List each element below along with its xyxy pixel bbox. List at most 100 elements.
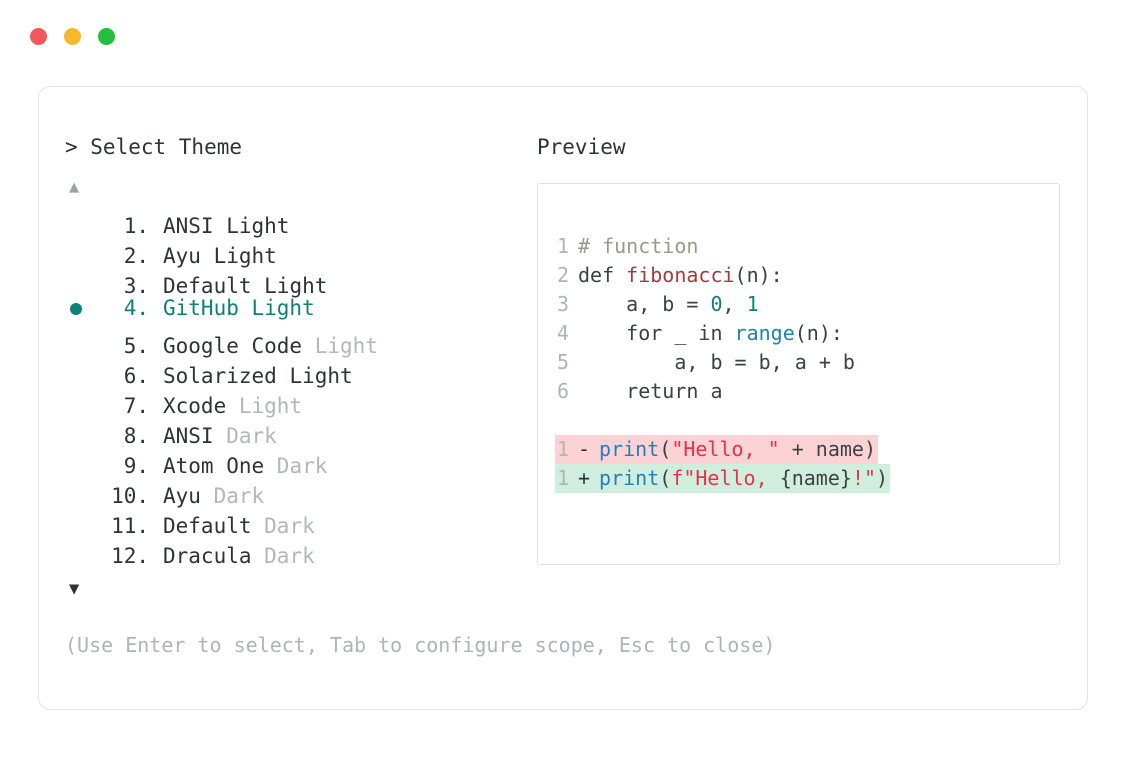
theme-item-name: Ayu — [163, 244, 201, 268]
selection-bullet-cell — [65, 503, 97, 533]
diff-line-del: 1-print("Hello, " + name) — [555, 435, 879, 464]
diff-sign: + — [578, 466, 591, 490]
theme-item-variant: Light — [251, 274, 328, 298]
code-line: 4 for _ in range(n): — [555, 319, 843, 348]
scroll-down-icon[interactable]: ▼ — [69, 579, 80, 599]
theme-list-item[interactable]: 7.Xcode Light — [65, 383, 535, 418]
theme-item-index: 9. — [123, 454, 149, 478]
theme-item-name: Solarized — [163, 364, 277, 388]
code-token: 0 — [710, 292, 723, 316]
theme-item-index: 6. — [123, 364, 149, 388]
theme-item-name: Atom One — [163, 454, 265, 478]
code-token: (n): — [794, 321, 843, 345]
selection-bullet-cell — [65, 233, 97, 263]
diff-line-add: 1+print(f"Hello, {name}!") — [555, 464, 891, 493]
theme-list-item[interactable]: 12. Dracula Dark — [65, 533, 535, 568]
theme-list-item[interactable]: 8.ANSI Dark — [65, 413, 535, 448]
theme-list-item[interactable]: 4. GitHub Light — [65, 293, 535, 323]
theme-item-name: Google Code — [163, 334, 303, 358]
code-line-text: return a — [578, 377, 722, 406]
diff-line-text: print("Hello, " + name) — [599, 435, 876, 464]
code-token: {name} — [779, 466, 852, 490]
code-line-number: 4 — [556, 321, 569, 345]
theme-item-variant: Light — [213, 214, 290, 238]
theme-item-name: GitHub — [163, 296, 239, 320]
selection-bullet-cell — [65, 383, 97, 413]
selection-bullet-cell — [65, 443, 97, 473]
code-line-number: 1 — [556, 234, 569, 258]
code-line: 6 return a — [555, 377, 723, 406]
code-token: (n): — [734, 263, 783, 287]
code-token: "Hello, " — [671, 437, 780, 461]
code-line: 3 a, b = 0, 1 — [555, 290, 759, 319]
code-token: , — [722, 292, 747, 316]
code-token: print — [599, 437, 660, 461]
theme-list-item[interactable]: 3. Default Light — [65, 263, 535, 298]
theme-item-variant: Light — [238, 296, 315, 320]
theme-list-item[interactable]: 9. Atom One Dark — [65, 443, 535, 478]
keyboard-hint: (Use Enter to select, Tab to configure s… — [65, 633, 776, 657]
close-dot[interactable] — [30, 28, 47, 45]
theme-item-index: 4. — [123, 296, 149, 320]
theme-item-index: 8. — [123, 424, 149, 448]
selection-bullet-cell — [65, 353, 97, 383]
theme-item-index: 3. — [123, 274, 149, 298]
theme-item-name: Ayu — [163, 484, 201, 508]
code-line: 5 a, b = b, a + b — [555, 348, 855, 377]
theme-list-item[interactable]: 5.Google Code Light — [65, 323, 535, 358]
theme-item-index: 10. — [111, 484, 149, 508]
theme-list-item[interactable]: 11.Default Dark — [65, 503, 535, 538]
theme-selection-column: > Select Theme ▲ 1.ANSI Light 2. Ayu Light… — [65, 133, 535, 599]
theme-item-variant: Dark — [200, 484, 265, 508]
theme-list-item[interactable]: 2. Ayu Light — [65, 233, 535, 268]
code-line-text: # function — [578, 232, 698, 261]
theme-item-index: 5. — [123, 334, 149, 358]
diff-sign: - — [578, 437, 591, 461]
code-line-text: a, b = 0, 1 — [578, 290, 758, 319]
theme-item-index: 2. — [123, 244, 149, 268]
code-token: + name) — [779, 437, 877, 461]
selection-bullet-cell — [65, 533, 97, 563]
code-line-text: for _ in range(n): — [578, 319, 843, 348]
theme-item-variant: Light — [226, 394, 303, 418]
code-token: a, b = — [578, 292, 711, 316]
scroll-up-icon[interactable]: ▲ — [69, 177, 80, 197]
theme-item-name: ANSI — [163, 424, 214, 448]
theme-item-variant: Light — [200, 244, 277, 268]
code-blank-line — [555, 406, 890, 435]
theme-item-variant: Dark — [264, 454, 328, 478]
theme-item-variant: Dark — [251, 514, 315, 538]
window-traffic-lights — [30, 28, 115, 45]
theme-list-item[interactable]: 6. Solarized Light — [65, 353, 535, 388]
selection-bullet-cell — [65, 413, 97, 443]
selected-bullet-icon — [70, 303, 82, 315]
code-token: !" — [851, 466, 877, 490]
code-token: def — [578, 263, 627, 287]
code-line-number: 2 — [556, 263, 569, 287]
code-line-number: 5 — [556, 350, 569, 374]
theme-list-item[interactable]: 1.ANSI Light — [65, 203, 535, 238]
theme-item-name: Default — [163, 274, 252, 298]
minimize-dot[interactable] — [64, 28, 81, 45]
diff-line-number: 1 — [556, 466, 569, 490]
theme-item-variant: Dark — [251, 544, 315, 568]
selection-bullet-cell — [65, 203, 97, 233]
page-title: > Select Theme — [65, 135, 243, 159]
theme-item-variant: Light — [276, 364, 353, 388]
code-token: print — [599, 466, 660, 490]
code-line: 1 # function — [555, 232, 698, 261]
code-token: range — [734, 321, 795, 345]
code-token: for _ in — [578, 321, 735, 345]
maximize-dot[interactable] — [98, 28, 115, 45]
code-token: # function — [578, 234, 699, 258]
theme-item-index: 12. — [111, 544, 149, 568]
theme-item-name: Dracula — [163, 544, 252, 568]
theme-item-index: 11. — [111, 514, 149, 538]
theme-picker-card: > Select Theme ▲ 1.ANSI Light 2. Ayu Light… — [38, 86, 1088, 710]
theme-list-item[interactable]: 10. Ayu Dark — [65, 473, 535, 508]
code-token: ) — [876, 466, 889, 490]
code-token: fibonacci — [626, 263, 735, 287]
selection-bullet-cell — [65, 473, 97, 503]
